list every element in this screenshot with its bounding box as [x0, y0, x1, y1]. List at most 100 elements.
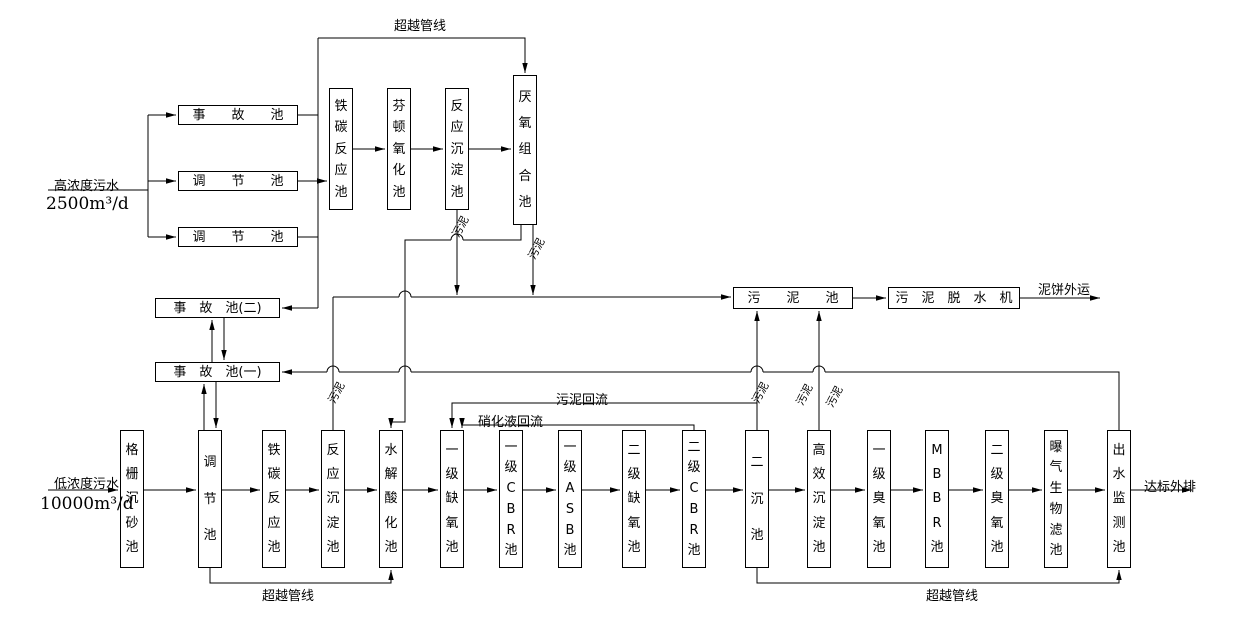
box-regulating-pool-3: 调节池	[198, 430, 222, 568]
box-label-char: 级	[627, 467, 641, 483]
box-label-char: 芬	[392, 98, 406, 114]
box-label-char: 应	[326, 467, 340, 483]
line-jump-arc	[398, 290, 412, 298]
high-concentration-flow-value: 2500m³/d	[46, 194, 129, 214]
box-iron-carbon-reaction-pool-a: 铁碳反应池	[329, 88, 353, 210]
box-label-char: 氧	[872, 515, 886, 531]
box-label-char: 二	[750, 455, 764, 471]
box-label-char: 二	[687, 439, 701, 455]
box-label-char: 二	[990, 443, 1004, 459]
box-label-char: 格	[125, 443, 139, 459]
box-label-char: 反	[334, 141, 348, 157]
box-label-char: C	[689, 481, 699, 497]
box-reaction-sedimentation-pool-a: 反应沉淀池	[445, 88, 469, 210]
box-label-char: 砂	[125, 515, 139, 531]
box-label-char: M	[931, 443, 943, 459]
box-label-char: 池	[750, 527, 764, 543]
box-iron-carbon-reaction-pool-b: 铁碳反应池	[262, 430, 286, 568]
box-grid-grit-chamber: 格栅沉砂池	[120, 430, 144, 568]
box-label-char: 池	[450, 184, 464, 200]
box-label-char: 池	[1049, 543, 1063, 559]
box-label-char: 生	[1049, 481, 1063, 497]
box-anoxic-pool-1: 一级缺氧池	[440, 430, 464, 568]
box-label-char: 池	[563, 543, 577, 559]
box-regulating-pool-1: 调 节 池	[178, 171, 298, 191]
box-fenton-oxidation-pool: 芬顿氧化池	[387, 88, 411, 210]
box-label-char: 栅	[125, 467, 139, 483]
box-label-char: 池	[392, 184, 406, 200]
box-label-char: 应	[334, 163, 348, 178]
box-label-char: 缺	[445, 491, 459, 507]
box-label-char: 沉	[812, 491, 826, 507]
box-label-char: 调	[203, 455, 217, 471]
box-label-char: 合	[518, 168, 532, 184]
box-label-char: 池	[812, 539, 826, 555]
sludge-return-label: 污泥回流	[556, 393, 609, 408]
box-secondary-sedimentation-pool: 二沉池	[745, 430, 769, 568]
box-label-char: 氧	[392, 141, 406, 157]
box-label-char: 反	[450, 98, 464, 114]
box-label-char: 淀	[326, 515, 340, 531]
box-label-char: 氧	[445, 515, 459, 531]
box-label-char: 级	[872, 467, 886, 483]
box-label-char: 一	[445, 443, 459, 459]
box-label-char: 高	[812, 443, 826, 459]
anaerobic-effluent-a	[463, 225, 522, 241]
box-label-char: 池	[990, 539, 1004, 555]
box-label-char: 池	[518, 194, 532, 210]
box-label-char: B	[932, 467, 942, 483]
discharge-label: 达标外排	[1144, 480, 1197, 495]
box-label-char: 水	[384, 443, 398, 459]
box-label-char: B	[565, 522, 575, 538]
box-label-char: R	[932, 515, 942, 531]
box-accident-pool-top: 事 故 池	[178, 105, 298, 125]
high-concentration-inflow-label: 高浓度污水	[54, 179, 120, 194]
box-label-char: 反	[326, 443, 340, 459]
box-label-char: 滤	[1049, 522, 1063, 538]
box-label-char: 应	[267, 515, 281, 531]
box-label-char: 池	[930, 539, 944, 555]
box-label-char: 化	[384, 515, 398, 531]
nitrified-return-line	[459, 418, 695, 430]
box-label-char: 级	[445, 467, 459, 483]
box-anoxic-pool-2: 二级缺氧池	[622, 430, 646, 568]
box-label-char: 曝	[1049, 439, 1063, 455]
box-label-char: C	[506, 481, 516, 497]
box-label-char: 淀	[812, 515, 826, 531]
box-label-char: 气	[1049, 460, 1063, 476]
box-label-char: 缺	[627, 491, 641, 507]
box-label-char: 池	[267, 539, 281, 555]
box-sludge-pool: 污 泥 池	[733, 287, 853, 309]
box-label-char: 沉	[125, 491, 139, 507]
box-label-char: 出	[1112, 443, 1126, 459]
box-label-char: 臭	[872, 491, 886, 507]
box-label-char: 二	[627, 443, 641, 459]
box-aerated-biofilter-pool: 曝气生物滤池	[1044, 430, 1068, 568]
line-jump-arc	[750, 365, 764, 373]
monitor-return-a	[825, 371, 1120, 430]
box-label-char: 氧	[627, 515, 641, 531]
box-label-char: 氧	[518, 116, 532, 132]
box-label-char: 碳	[334, 120, 348, 135]
line-jump-arc	[812, 365, 826, 373]
box-label-char: 池	[125, 539, 139, 555]
box-label-char: 沉	[750, 491, 764, 507]
box-label-char: 沉	[450, 141, 464, 157]
box-label-char: 应	[450, 120, 464, 135]
box-label-char: A	[565, 481, 575, 497]
box-label-char: 解	[384, 467, 398, 483]
box-label-char: B	[506, 501, 516, 517]
box-effluent-monitoring-pool: 出水监测池	[1107, 430, 1131, 568]
box-label-char: 级	[990, 467, 1004, 483]
bypass-label-bottom-left: 超越管线	[262, 589, 315, 604]
box-label-char: 酸	[384, 491, 398, 507]
box-accident-pool-1: 事 故 池(一)	[155, 362, 280, 382]
box-label-char: B	[689, 501, 699, 517]
box-label-char: 厌	[518, 90, 532, 106]
nitrified-liquid-return-label: 硝化液回流	[478, 415, 544, 430]
bypass-top-line	[318, 37, 528, 73]
